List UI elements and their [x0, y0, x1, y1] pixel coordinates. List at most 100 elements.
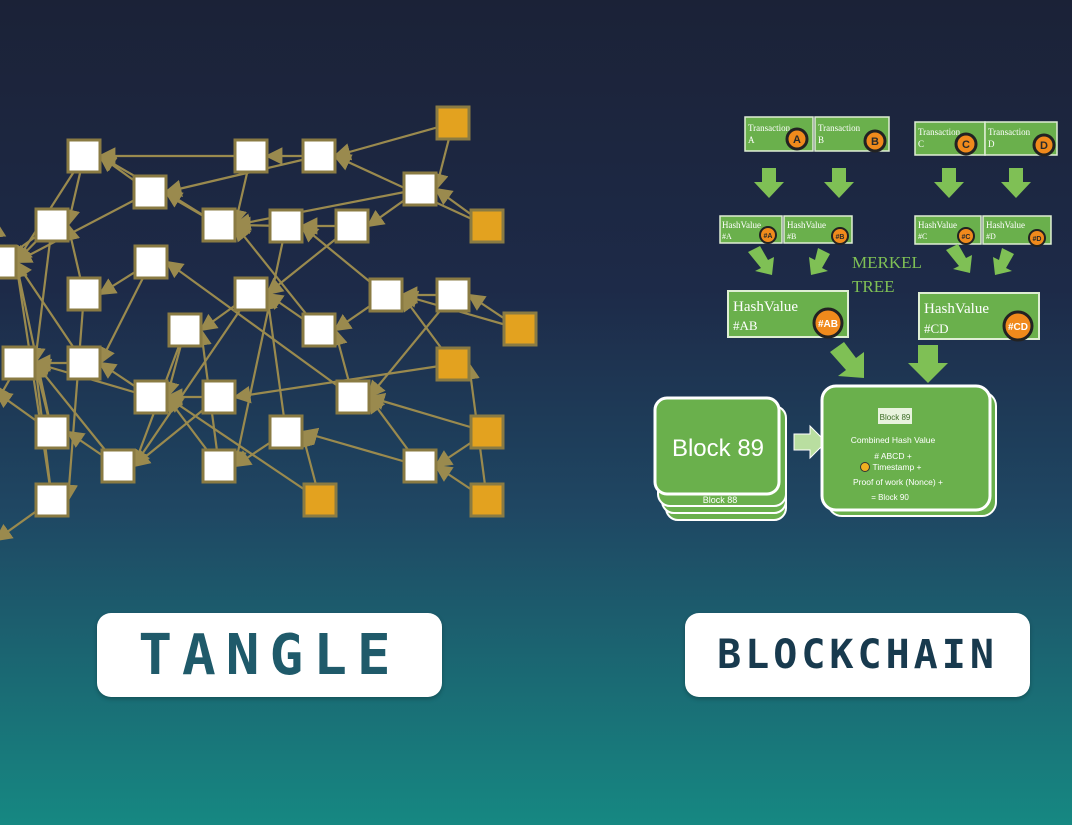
right-arrow-icon	[793, 424, 827, 460]
hash-a-box: HashValue #A #A	[719, 215, 783, 244]
blockchain-label: BLOCKCHAIN	[685, 613, 1030, 697]
transaction-sub: C	[918, 139, 924, 149]
down-arrow-icon	[824, 168, 854, 198]
hash-d-box: HashValue #D #D	[982, 215, 1052, 247]
transaction-a-box: Transaction A A	[744, 116, 814, 152]
tangle-diagram	[0, 105, 538, 542]
tangle-label-text: TANGLE	[138, 622, 401, 688]
hash-sub: #C	[918, 232, 927, 241]
hash-label: HashValue	[986, 220, 1025, 230]
block-stack: Block 89 Block 88	[653, 396, 787, 521]
coin-label: #AB	[818, 319, 838, 330]
tangle-tip-node	[435, 346, 471, 382]
tangle-edge	[9, 259, 54, 501]
merkel-tree-label: TREE	[852, 277, 895, 296]
tangle-tip-node	[469, 414, 505, 450]
coin-icon	[863, 129, 887, 153]
coin-icon	[954, 132, 978, 156]
tangle-tip-node	[302, 482, 338, 518]
coin-label: B	[871, 136, 879, 148]
tangle-edge	[28, 224, 54, 366]
hash-sub: #CD	[924, 321, 949, 336]
tangle-edge	[132, 293, 252, 468]
merkel-tree-label: MERKEL	[852, 253, 922, 272]
coin-label: #D	[1033, 236, 1042, 243]
hash-label: HashValue	[733, 299, 798, 315]
coin-icon	[1028, 229, 1046, 247]
transaction-label: Transaction	[988, 127, 1031, 137]
block-line: = Block 90	[871, 493, 909, 502]
transaction-sub: D	[988, 139, 995, 149]
transaction-label: Transaction	[918, 127, 961, 137]
coin-icon	[759, 226, 777, 244]
tangle-edge	[299, 427, 421, 468]
coin-icon	[957, 227, 975, 245]
hash-sub: #B	[787, 232, 796, 241]
tangle-edge	[165, 260, 354, 398]
transaction-label: Transaction	[818, 123, 861, 133]
tangle-label: TANGLE	[97, 613, 442, 697]
coin-label: A	[793, 134, 801, 146]
down-arrow-icon	[754, 168, 784, 198]
down-arrow-icon	[934, 168, 964, 198]
merge-arrows-2	[830, 342, 948, 383]
block-line: Proof of work (Nonce) +	[853, 477, 943, 487]
tangle-node	[201, 379, 237, 415]
block-line: # ABCD +	[874, 451, 912, 461]
transaction-sub: A	[748, 135, 755, 145]
hash-b-box: HashValue #B #B	[783, 215, 853, 245]
hash-c-box: HashValue #C #C	[914, 215, 982, 245]
coin-icon	[785, 127, 809, 151]
tangle-edge	[14, 191, 151, 264]
coin-icon	[1002, 310, 1034, 342]
tangle-edge	[366, 392, 488, 434]
tangle-edge	[232, 187, 421, 231]
tangle-node	[100, 448, 136, 484]
transaction-sub: B	[818, 135, 824, 145]
tangle-node	[34, 414, 70, 450]
tangle-tip-node	[469, 482, 505, 518]
coin-label: #C	[962, 234, 971, 241]
block-title: Block 89	[672, 435, 764, 462]
merge-arrows-1	[748, 244, 1014, 275]
tangle-edge	[229, 225, 288, 469]
next-block: Block 89 Combined Hash Value # ABCD + Ti…	[820, 384, 997, 517]
tangle-node	[268, 208, 304, 244]
tangle-nodes	[0, 105, 538, 518]
down-arrow-icon	[1001, 168, 1031, 198]
tangle-node	[402, 171, 438, 207]
tangle-tip-node	[435, 105, 471, 141]
tangle-node	[268, 414, 304, 450]
block-tag	[878, 408, 912, 424]
tangle-node	[0, 244, 18, 280]
tangle-node	[335, 379, 371, 415]
coin-label: D	[1040, 140, 1048, 152]
blockchain-label-text: BLOCKCHAIN	[717, 632, 998, 678]
tangle-node	[133, 244, 169, 280]
tangle-edge	[165, 395, 321, 501]
coin-icon	[831, 227, 849, 245]
clock-icon	[860, 462, 870, 472]
hash-label: HashValue	[787, 220, 826, 230]
tangle-node	[201, 448, 237, 484]
hash-sub: #D	[986, 232, 996, 241]
coin-icon	[812, 307, 844, 339]
coin-icon	[1032, 133, 1056, 157]
transaction-label: Transaction	[748, 123, 791, 133]
tangle-edge	[260, 291, 288, 433]
tangle-node	[301, 138, 337, 174]
coin-label: C	[962, 139, 970, 151]
diagonal-arrow-icon	[830, 342, 864, 378]
tangle-node	[402, 448, 438, 484]
hash-ab-box: HashValue #AB #AB	[727, 290, 849, 339]
block-stack-label: Block 88	[703, 495, 738, 505]
diagonal-arrow-icon	[809, 248, 830, 275]
block-line: Combined Hash Value	[851, 435, 936, 445]
tangle-edge	[332, 121, 454, 161]
tangle-node	[34, 482, 70, 518]
tangle-edge	[163, 154, 320, 198]
tangle-node	[301, 312, 337, 348]
coin-label: #CD	[1008, 322, 1028, 333]
tangle-node	[233, 276, 269, 312]
tangle-node	[133, 379, 169, 415]
